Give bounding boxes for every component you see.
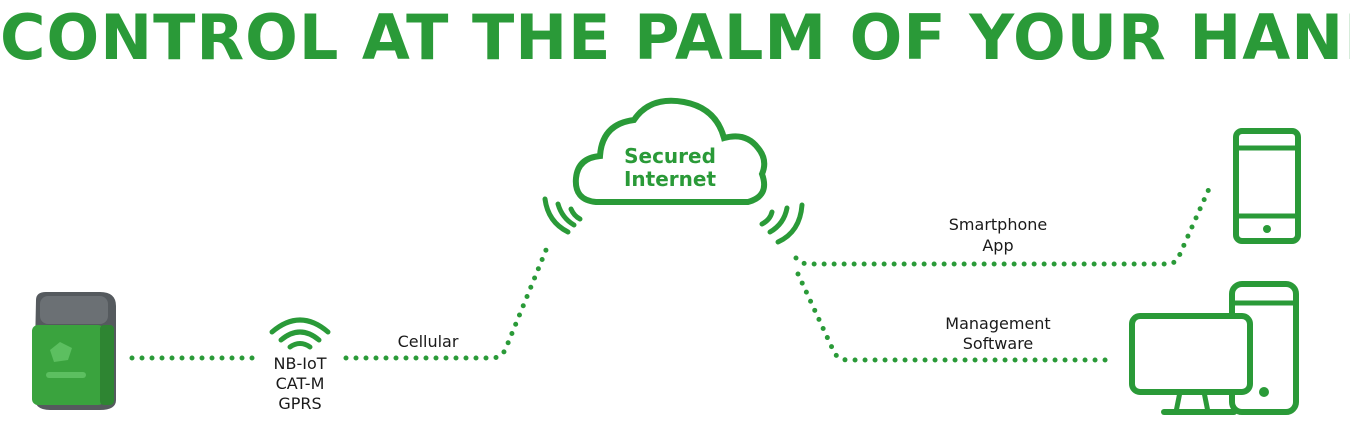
- right-signal-arcs-icon: [759, 202, 805, 245]
- cloud-label-line2: Internet: [624, 167, 716, 191]
- iot-device-icon: [32, 292, 116, 410]
- management-label-line2: Software: [963, 334, 1034, 353]
- left-signal-arcs-icon: [542, 196, 583, 235]
- cellular-label: Cellular: [398, 332, 459, 351]
- smartphone-label-line2: App: [982, 236, 1013, 255]
- cloud-icon: [572, 97, 768, 205]
- protocol-label-0: NB-IoT: [274, 354, 327, 373]
- management-label-line1: Management: [945, 314, 1050, 333]
- protocol-label-2: GPRS: [278, 394, 321, 413]
- smartphone-icon: [1233, 128, 1301, 244]
- page-title: CONTROL AT THE PALM OF YOUR HAND: [0, 1, 1350, 74]
- cloud-label-line1: Secured: [624, 144, 716, 168]
- smartphone-label-line1: Smartphone: [949, 215, 1047, 234]
- desktop-computer-icon: [1129, 281, 1299, 415]
- protocol-label-1: CAT-M: [276, 374, 325, 393]
- wifi-signal-icon: [269, 317, 331, 350]
